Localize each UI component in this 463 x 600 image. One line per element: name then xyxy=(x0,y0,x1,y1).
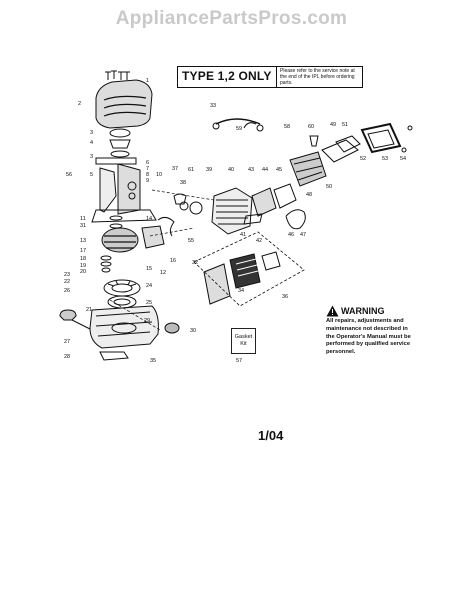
callout-label: 35 xyxy=(150,358,156,364)
callout-label: 42 xyxy=(256,238,262,244)
callout-label: 37 xyxy=(172,166,178,172)
callout-label: 18 xyxy=(80,256,86,262)
callout-label: 59 xyxy=(236,126,242,132)
callout-label: 60 xyxy=(308,124,314,130)
type-title: TYPE 1,2 ONLY xyxy=(182,69,272,83)
callout-label: 10 xyxy=(156,172,162,178)
type-box-divider xyxy=(276,67,277,87)
callout-label: 21 xyxy=(86,307,92,313)
callout-label: 29 xyxy=(144,318,150,324)
callout-label: 25 xyxy=(146,300,152,306)
callout-label: 23 xyxy=(64,272,70,278)
callout-label: 5 xyxy=(90,172,93,178)
callout-label: 47 xyxy=(300,232,306,238)
callout-label: 46 xyxy=(288,232,294,238)
callout-label: 43 xyxy=(248,167,254,173)
callout-label: 54 xyxy=(400,156,406,162)
callout-label: 55 xyxy=(188,238,194,244)
starter-pulley-part xyxy=(103,279,141,297)
ignition-module-part xyxy=(101,227,139,253)
callout-label: 39 xyxy=(206,167,212,173)
callout-label: 28 xyxy=(64,354,70,360)
callout-label: 9 xyxy=(146,178,149,184)
gasket-kit-box: Gasket Kit xyxy=(231,328,256,354)
callout-label: 58 xyxy=(284,124,290,130)
callout-label: 31 xyxy=(80,223,86,229)
callout-label: 45 xyxy=(276,167,282,173)
callout-label: 26 xyxy=(64,288,70,294)
gasket-ring-part xyxy=(110,150,130,158)
callout-label: 41 xyxy=(240,232,246,238)
filter-cup-part xyxy=(109,139,131,149)
callout-label: 33 xyxy=(210,103,216,109)
callout-label: 51 xyxy=(342,122,348,128)
callout-label: 36 xyxy=(282,294,288,300)
callout-label: 34 xyxy=(238,288,244,294)
callout-label: 12 xyxy=(160,270,166,276)
callout-label: 32 xyxy=(192,260,198,266)
callout-label: 44 xyxy=(262,167,268,173)
callout-label: 3 xyxy=(90,130,93,136)
callout-label: 52 xyxy=(360,156,366,162)
watermark: AppliancePartsPros.com xyxy=(115,8,348,29)
top-screws-group xyxy=(105,70,130,80)
callout-label: 30 xyxy=(190,328,196,334)
date-code: 1/04 xyxy=(258,428,284,443)
callout-label: 48 xyxy=(306,192,312,198)
callout-label: 13 xyxy=(80,238,86,244)
callout-label: 2 xyxy=(78,101,81,107)
callout-label: 15 xyxy=(146,266,152,272)
callout-label: 16 xyxy=(170,258,176,264)
callout-label: 1 xyxy=(146,78,149,84)
callout-label: 8 xyxy=(146,172,149,178)
callout-label: 61 xyxy=(188,167,194,173)
callout-label: 50 xyxy=(326,184,332,190)
warning-heading: WARNING xyxy=(341,306,385,316)
type-service-note: Please refer to the service note at the … xyxy=(280,68,355,86)
recoil-housing-part xyxy=(89,305,159,349)
callout-label: 4 xyxy=(90,140,93,146)
cylinder-part xyxy=(211,187,253,235)
callout-label: 11 xyxy=(80,216,86,222)
callout-label: 19 xyxy=(80,263,86,269)
carburetor-part xyxy=(289,151,327,187)
warning-notice: WARNING All repairs, adjustments and mai… xyxy=(326,305,418,357)
callout-label: 7 xyxy=(146,166,149,172)
warning-heading-row: WARNING xyxy=(326,305,418,317)
callout-label: 22 xyxy=(64,279,70,285)
callout-label: 20 xyxy=(80,269,86,275)
callout-label: 3 xyxy=(90,154,93,160)
callout-label: 17 xyxy=(80,248,86,254)
warning-body: All repairs, adjustments and maintenance… xyxy=(326,318,411,356)
gasket-kit-number: 57 xyxy=(236,358,243,364)
callout-label: 40 xyxy=(228,167,234,173)
engine-cover-part xyxy=(95,79,153,129)
type-notice-box: TYPE 1,2 ONLY Please refer to the servic… xyxy=(177,66,363,88)
callout-label: 24 xyxy=(146,283,152,289)
callout-label: 56 xyxy=(66,172,72,178)
filter-element-part xyxy=(109,128,131,138)
callout-label: 27 xyxy=(64,339,70,345)
callout-label: 6 xyxy=(146,160,149,166)
callout-label: 14 xyxy=(146,216,152,222)
callout-label: 49 xyxy=(330,122,336,128)
callout-label: 53 xyxy=(382,156,388,162)
callout-labels: 1 2 3 4 3 5 6 7 8 9 10 11 12 13 14 15 16… xyxy=(64,78,406,364)
callout-label: 38 xyxy=(180,180,186,186)
warning-triangle-icon xyxy=(326,305,339,317)
